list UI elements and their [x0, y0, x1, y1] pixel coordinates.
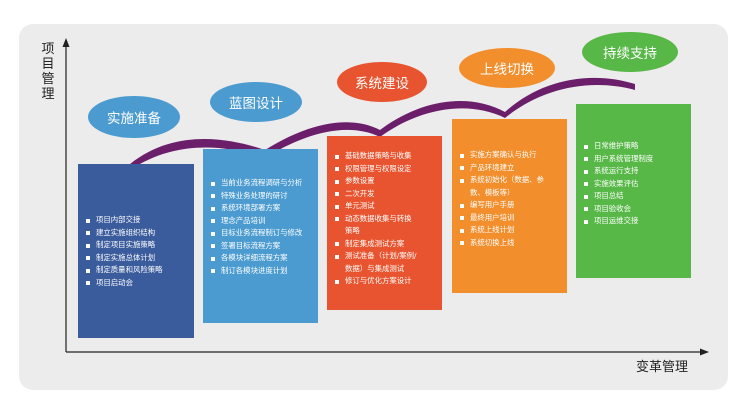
list-item: 策略 [345, 226, 360, 235]
phase-title-1: 实施准备 [88, 96, 180, 138]
phase-title-2: 蓝图设计 [210, 82, 302, 122]
list-item: 项目总结 [584, 190, 691, 203]
phase-5-list: 日常维护策略 用户系统管理制度 系统运行支持 实施效果评估 项目总结 项目验收会… [584, 140, 691, 228]
list-item: 系统初始化（数据、参 [460, 174, 567, 187]
list-item: 签署目标流程方案 [211, 240, 318, 253]
list-item: 制定集成测试方案 [335, 238, 442, 251]
list-item: 基础数据策略与收集 [335, 150, 442, 163]
y-axis-label: 项目管理 [41, 42, 55, 102]
list-item: 当前业务流程调研与分析 [211, 177, 318, 190]
list-item: 项目运维交接 [584, 215, 691, 228]
list-item: 目标业务流程制订与修改 [211, 227, 318, 240]
list-item: 数、模板等） [470, 187, 515, 197]
list-item: 用户系统管理制度 [584, 153, 691, 166]
phase-3-list: 基础数据策略与收集 权限管理与权限设定 参数设置 二次开发 单元测试 动态数据收… [335, 150, 442, 288]
x-axis-label: 变革管理 [636, 360, 689, 375]
list-item: 项目验收会 [584, 203, 691, 216]
list-item: 制订各模块进度计划 [211, 265, 318, 278]
phase-box-2: 当前业务流程调研与分析 特殊业务处理的研讨 系统环境部署方案 理念产品培训 目标… [203, 149, 318, 323]
list-item: 数据）与集成测试 [345, 263, 405, 273]
list-item: 参数设置 [335, 175, 442, 188]
list-item: 各模块详细流程方案 [211, 252, 318, 265]
list-item: 测试准备（计划/案例/ [335, 250, 442, 263]
list-item: 系统环境部署方案 [211, 202, 318, 215]
list-item: 特殊业务处理的研讨 [211, 190, 318, 203]
list-item: 项目内部交接 [86, 214, 194, 227]
phase-title-5: 持续支持 [582, 32, 678, 72]
y-axis-arrow-icon [62, 38, 70, 47]
list-item: 产品环境建立 [460, 162, 567, 175]
list-item: 理念产品培训 [211, 215, 318, 228]
list-item: 系统运行支持 [584, 165, 691, 178]
list-item: 修订与优化方案设计 [335, 275, 442, 288]
phase-title-3: 系统建设 [337, 62, 427, 102]
phase-box-1: 项目内部交接 建立实施组织结构 制定项目实施策略 制定实施总体计划 制定质量和风… [78, 164, 194, 338]
list-item: 最终用户培训 [460, 212, 567, 225]
list-item: 二次开发 [335, 188, 442, 201]
phase-2-list: 当前业务流程调研与分析 特殊业务处理的研讨 系统环境部署方案 理念产品培训 目标… [211, 177, 318, 277]
list-item: 动态数据收集与转换 [335, 213, 442, 226]
list-item: 系统切换上线 [460, 237, 567, 250]
phase-4-list: 实施方案确认与执行 产品环境建立 系统初始化（数据、参 数、模板等） 编写用户手… [460, 149, 567, 249]
list-item: 编写用户手册 [460, 199, 567, 212]
phase-box-5: 日常维护策略 用户系统管理制度 系统运行支持 实施效果评估 项目总结 项目验收会… [576, 104, 691, 278]
phase-title-4: 上线切换 [459, 48, 555, 88]
phase-box-4: 实施方案确认与执行 产品环境建立 系统初始化（数据、参 数、模板等） 编写用户手… [452, 119, 567, 293]
list-item: 日常维护策略 [584, 140, 691, 153]
list-item: 制定项目实施策略 [86, 239, 194, 252]
list-item: 实施效果评估 [584, 178, 691, 191]
phase-box-3: 基础数据策略与收集 权限管理与权限设定 参数设置 二次开发 单元测试 动态数据收… [327, 136, 442, 310]
list-item: 制定实施总体计划 [86, 252, 194, 265]
list-item: 系统上线计划 [460, 224, 567, 237]
list-item: 单元测试 [335, 200, 442, 213]
list-item: 实施方案确认与执行 [460, 149, 567, 162]
list-item: 项目启动会 [86, 277, 194, 290]
phase-1-list: 项目内部交接 建立实施组织结构 制定项目实施策略 制定实施总体计划 制定质量和风… [86, 214, 194, 289]
list-item: 权限管理与权限设定 [335, 163, 442, 176]
x-axis-arrow-icon [700, 348, 709, 356]
list-item: 制定质量和风险策略 [86, 264, 194, 277]
list-item: 建立实施组织结构 [86, 227, 194, 240]
